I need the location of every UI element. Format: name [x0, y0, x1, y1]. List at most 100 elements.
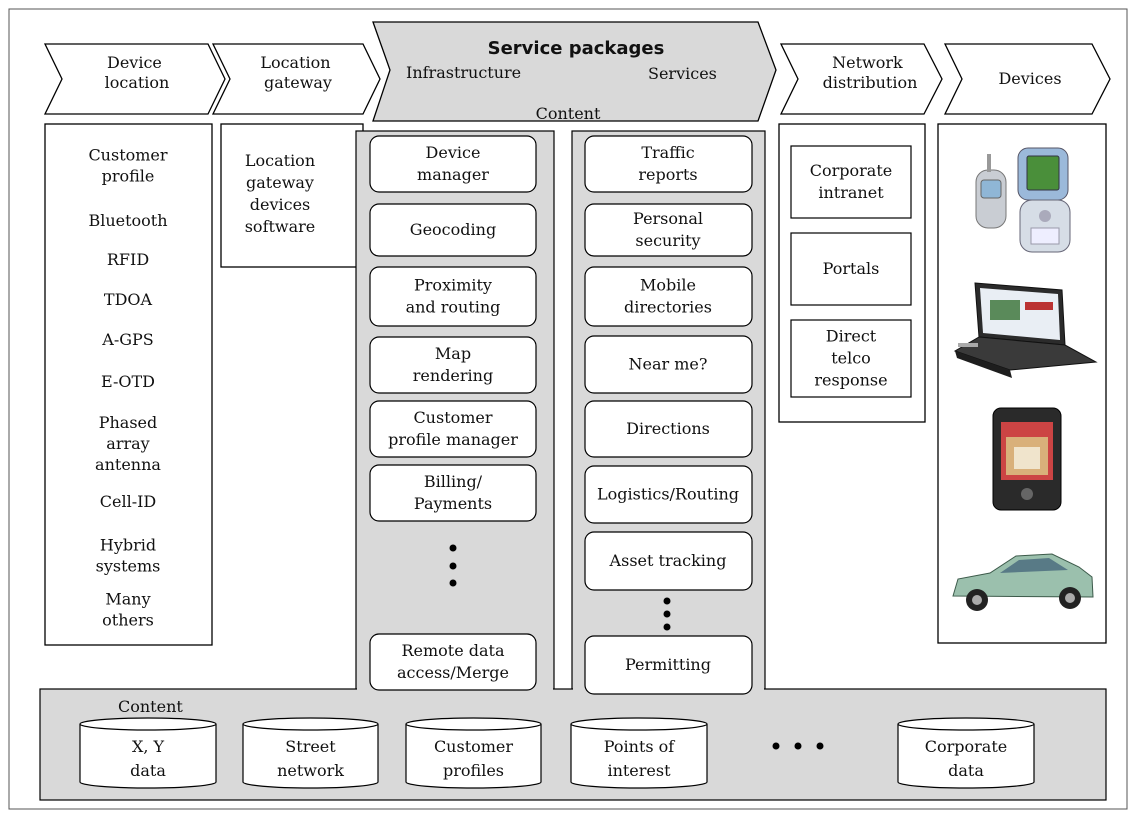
- infrastructure-item-label-line: manager: [417, 165, 489, 184]
- database-label-line: Customer: [434, 737, 513, 756]
- infrastructure-item-label: Billing/Payments: [414, 472, 492, 513]
- header-device-location: Device location: [105, 53, 170, 92]
- services-box: [584, 203, 753, 257]
- ellipsis-dot: [449, 562, 457, 570]
- horizontal-ellipsis-dot: [816, 742, 824, 750]
- laptop-image: [953, 282, 1098, 378]
- content-bar-label: Content: [118, 697, 183, 716]
- horizontal-ellipsis-dot: [772, 742, 780, 750]
- infrastructure-item-label-line: Billing/: [424, 472, 483, 491]
- pda-image: [992, 407, 1062, 511]
- device-location-item: Customer profile: [88, 146, 167, 186]
- services-item-label-line: reports: [638, 165, 697, 184]
- location-gateway-line-group-line: software: [245, 217, 316, 236]
- services-item-label-line: directories: [624, 298, 712, 317]
- flip-phones-image: [975, 147, 1071, 253]
- services-item-label: Permitting: [625, 655, 711, 674]
- infrastructure-item-label: Geocoding: [410, 220, 496, 239]
- infrastructure-item-label-line: rendering: [413, 366, 493, 385]
- infrastructure-box: [369, 400, 537, 458]
- device-location-item-line: profile: [102, 167, 155, 186]
- chevron-service-packages: [372, 21, 777, 122]
- header-location-gateway-line: Location: [260, 53, 330, 72]
- infrastructure-item-label-line: access/Merge: [397, 663, 509, 682]
- database-cylinder: X, Y data: [79, 717, 217, 789]
- services-box: [584, 266, 753, 327]
- services-item-label: Directions: [626, 419, 710, 438]
- device-location-item-line: TDOA: [104, 290, 153, 309]
- infrastructure-box: [369, 633, 537, 691]
- database-label: Customer profiles: [434, 737, 513, 780]
- device-location-item-line: Cell-ID: [100, 492, 157, 511]
- services-box: [584, 335, 753, 394]
- infrastructure-box: [369, 266, 537, 327]
- ellipsis-dot: [449, 579, 457, 587]
- database-label-line: X, Y: [132, 737, 165, 756]
- device-location-item-line: E-OTD: [101, 372, 155, 391]
- services-item-label: Near me?: [629, 355, 708, 374]
- database-label-line: data: [130, 761, 166, 780]
- infrastructure-item-label-line: Payments: [414, 494, 492, 513]
- services-box: [584, 635, 753, 695]
- chevron-device-location: [43, 43, 226, 115]
- device-location-item-line: Bluetooth: [88, 211, 167, 230]
- device-location-item: Bluetooth: [88, 211, 167, 230]
- network-item-label-line: intranet: [818, 183, 884, 202]
- services-box: [584, 531, 753, 591]
- network-item-label: Portals: [823, 259, 880, 278]
- network-item-label-line: Corporate: [810, 161, 892, 180]
- services-item-label: Logistics/Routing: [597, 485, 739, 504]
- device-location-item: A-GPS: [101, 330, 153, 349]
- network-box: [790, 319, 912, 398]
- device-location-item-line: others: [102, 611, 154, 630]
- network-box: [790, 232, 912, 306]
- database-label-line: profiles: [443, 761, 504, 780]
- services-item-label-line: Personal: [633, 209, 703, 228]
- services-box: [584, 135, 753, 193]
- infrastructure-item-label-line: Proximity: [414, 276, 492, 295]
- network-item-label: Corporate intranet: [810, 161, 892, 202]
- chevron-devices: [943, 43, 1111, 115]
- services-item-label-line: Permitting: [625, 655, 711, 674]
- database-label-line: interest: [607, 761, 671, 780]
- device-location-item-line: Customer: [88, 146, 167, 165]
- device-location-item: E-OTD: [101, 372, 155, 391]
- database-label-line: Corporate: [925, 737, 1007, 756]
- network-item-label-line: telco: [831, 349, 871, 368]
- database-label-line: data: [948, 761, 984, 780]
- services-item-label: Asset tracking: [609, 551, 727, 570]
- infrastructure-box: [369, 135, 537, 193]
- device-location-item: Cell-ID: [100, 492, 157, 511]
- device-location-item-line: Phased: [99, 413, 158, 432]
- device-location-item-line: RFID: [107, 250, 149, 269]
- services-item-label-line: Mobile: [640, 276, 696, 295]
- services-item-label-line: Asset tracking: [609, 551, 727, 570]
- ellipsis-dot: [663, 610, 671, 618]
- device-location-item-line: A-GPS: [101, 330, 153, 349]
- network-item-label-line: response: [814, 371, 887, 390]
- horizontal-ellipsis-dot: [794, 742, 802, 750]
- header-network-distribution-line: distribution: [823, 73, 918, 92]
- services-item-label-line: Logistics/Routing: [597, 485, 739, 504]
- service-packages-services: Services: [648, 64, 717, 83]
- services-item-label-line: Near me?: [629, 355, 708, 374]
- infrastructure-item-label-line: Customer: [413, 408, 492, 427]
- ellipsis-dot: [663, 597, 671, 605]
- header-network-distribution: Network distribution: [823, 53, 918, 92]
- service-packages-content: Content: [536, 104, 601, 123]
